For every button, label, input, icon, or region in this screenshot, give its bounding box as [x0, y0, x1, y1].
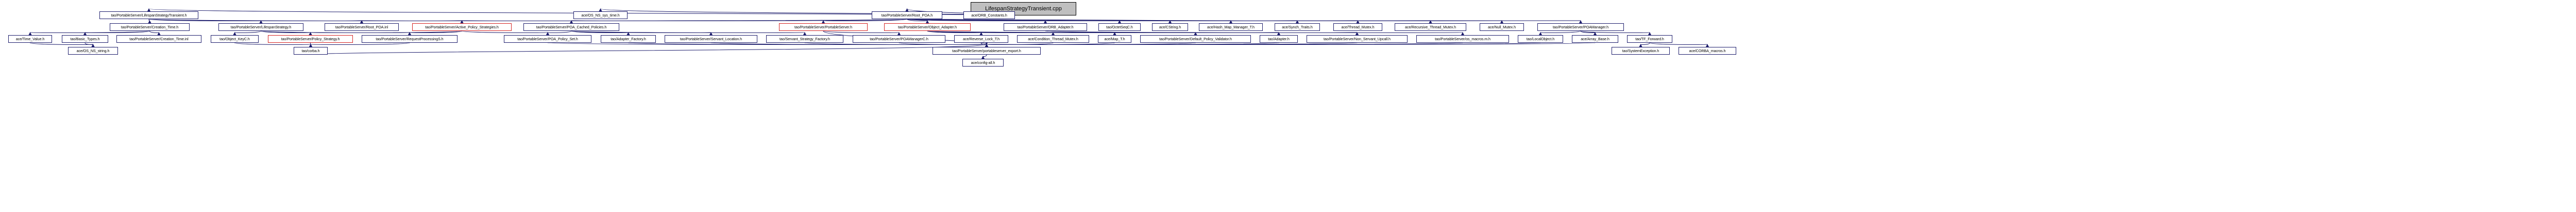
graph-node[interactable]: tao/PortableServer/Root_POA.inl	[325, 23, 399, 31]
graph-node[interactable]: tao/PortableServer/Object_Adapter.h	[884, 23, 971, 31]
graph-node[interactable]: tao/PortableServer/RequestProcessingS.h	[362, 35, 457, 43]
graph-edge	[30, 42, 94, 47]
graph-node[interactable]: tao/PortableServer/ORB_Adapter.h	[1004, 23, 1087, 31]
graph-node[interactable]: ace/Time_Value.h	[8, 35, 52, 43]
graph-node[interactable]: tao/PortableServer/Non_Servant_Upcall.h	[1307, 35, 1408, 43]
graph-edge	[462, 30, 549, 36]
graph-node[interactable]: ace/OS_NS_sys_time.h	[573, 11, 628, 19]
graph-edge	[599, 8, 1024, 16]
graph-node[interactable]: ace/config-all.h	[962, 59, 1004, 67]
graph-node[interactable]: ace/Hash_Map_Manager_T.h	[1199, 23, 1263, 31]
graph-node[interactable]: tao/Basic_Types.h	[62, 35, 108, 43]
graph-node[interactable]: tao/Object_KeyC.h	[211, 35, 259, 43]
graph-node[interactable]: tao/PortableServer/Default_Policy_Valida…	[1140, 35, 1251, 43]
graph-node[interactable]: tao/PortableServer/Creation_Time.inl	[116, 35, 201, 43]
graph-edge	[822, 19, 907, 24]
graph-edge	[1045, 30, 1463, 36]
graph-edge	[571, 19, 907, 24]
graph-node[interactable]: tao/TF_Forward.h	[1627, 35, 1672, 43]
graph-edge	[1539, 30, 1581, 36]
graph-node[interactable]: tao/PortableServer/Policy_Strategy.h	[268, 35, 353, 43]
graph-node[interactable]: ace/Recursive_Thread_Mutex.h	[1395, 23, 1466, 31]
graph-edge	[309, 42, 410, 47]
graph-node[interactable]: tao/PortableServer/PortableServer.h	[779, 23, 868, 31]
graph-edge	[1580, 30, 1651, 36]
graph-edge	[907, 19, 929, 24]
graph-node[interactable]: tao/SystemException.h	[1612, 47, 1670, 55]
graph-node[interactable]: tao/PortableServer/POAManagerC.h	[853, 35, 945, 43]
graph-edge	[408, 30, 462, 36]
graph-node[interactable]: ace/CORBA_macros.h	[1679, 47, 1736, 55]
graph-node[interactable]: tao/corba.h	[294, 47, 328, 55]
graph-node[interactable]: tao/PortableServer/POA_Cached_Policies.h	[523, 23, 619, 31]
graph-edge	[310, 44, 988, 55]
graph-edge	[234, 42, 312, 47]
graph-node[interactable]: tao/PortableServer/LifespanStrategyTrans…	[99, 11, 198, 19]
graph-node-root[interactable]: LifespanStrategyTransient.cpp	[971, 2, 1076, 15]
graph-node[interactable]: tao/PortableServer/Active_Policy_Strateg…	[412, 23, 512, 31]
graph-edge	[84, 42, 95, 47]
graph-edge	[148, 19, 151, 24]
graph-node[interactable]: ace/Array_Base.h	[1572, 35, 1618, 43]
graph-edge	[546, 30, 572, 36]
graph-edge	[310, 30, 462, 36]
graph-node[interactable]: ace/Null_Mutex.h	[1480, 23, 1524, 31]
graph-node[interactable]: tao/PortableServer/Root_POA.h	[872, 11, 942, 19]
graph-node[interactable]: tao/PortableServer/POA_Policy_Set.h	[504, 35, 591, 43]
graph-node[interactable]: ace/CString.h	[1152, 23, 1188, 31]
graph-edge	[986, 42, 1596, 47]
graph-edge	[1639, 42, 1650, 47]
graph-node[interactable]: tao/PortableServer/Servant_Location.h	[665, 35, 757, 43]
graph-node[interactable]: tao/LocalObject.h	[1518, 35, 1563, 43]
graph-node[interactable]: tao/Adapter.h	[1260, 35, 1298, 43]
graph-edge	[83, 30, 150, 36]
graph-edge	[823, 30, 901, 36]
graph-edge	[1580, 30, 1597, 36]
graph-node[interactable]: ace/Thread_Mutex.h	[1333, 23, 1382, 31]
graph-edge	[149, 30, 161, 36]
graph-node[interactable]: tao/PortableServer/Creation_Time.h	[110, 23, 190, 31]
graph-edge	[571, 30, 805, 36]
graph-edge	[981, 54, 987, 59]
graph-node[interactable]: ace/OS_NS_string.h	[68, 47, 118, 55]
graph-edge	[233, 30, 261, 36]
graph-node[interactable]: ace/Reverse_Lock_T.h	[954, 35, 1008, 43]
graph-node[interactable]: tao/PortableServer/os_macros.m.h	[1416, 35, 1509, 43]
graph-node[interactable]: ace/ORB_Constants.h	[963, 11, 1015, 19]
graph-node[interactable]: tao/Adapter_Factory.h	[601, 35, 656, 43]
graph-edge	[1649, 42, 1709, 47]
graph-node[interactable]: tao/Servant_Strategy_Factory.h	[766, 35, 843, 43]
graph-node[interactable]: tao/PortableServer/LifespanStrategy.h	[218, 23, 303, 31]
graph-node[interactable]: tao/PortableServer/POAManager.h	[1537, 23, 1624, 31]
graph-node[interactable]: tao/PortableServer/portableserver_export…	[933, 47, 1041, 55]
graph-node[interactable]: ace/Synch_Traits.h	[1275, 23, 1320, 31]
graph-node[interactable]: ace/Condition_Thread_Mutex.h	[1017, 35, 1089, 43]
graph-node[interactable]: ace/Map_T.h	[1098, 35, 1131, 43]
graph-node[interactable]: tao/OctetSeqC.h	[1098, 23, 1141, 31]
